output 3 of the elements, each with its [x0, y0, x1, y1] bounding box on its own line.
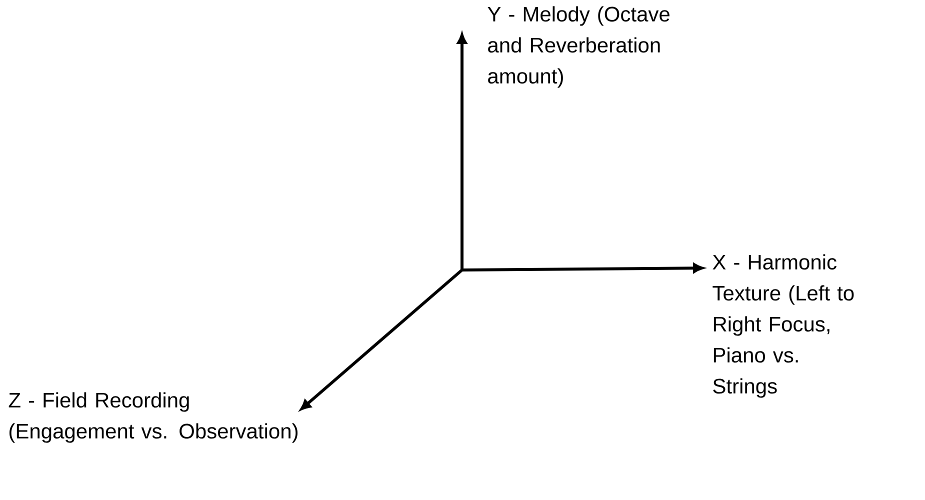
axis-label: Z - Field Recording (Engagement vs. Observation) [8, 392, 298, 443]
axis-label: X - Harmonic Texture (Left to Right Focus, Piano vs. Strings [712, 254, 854, 398]
axis-label: Y - Melody (Octave and Reverberation amount) [488, 6, 670, 88]
